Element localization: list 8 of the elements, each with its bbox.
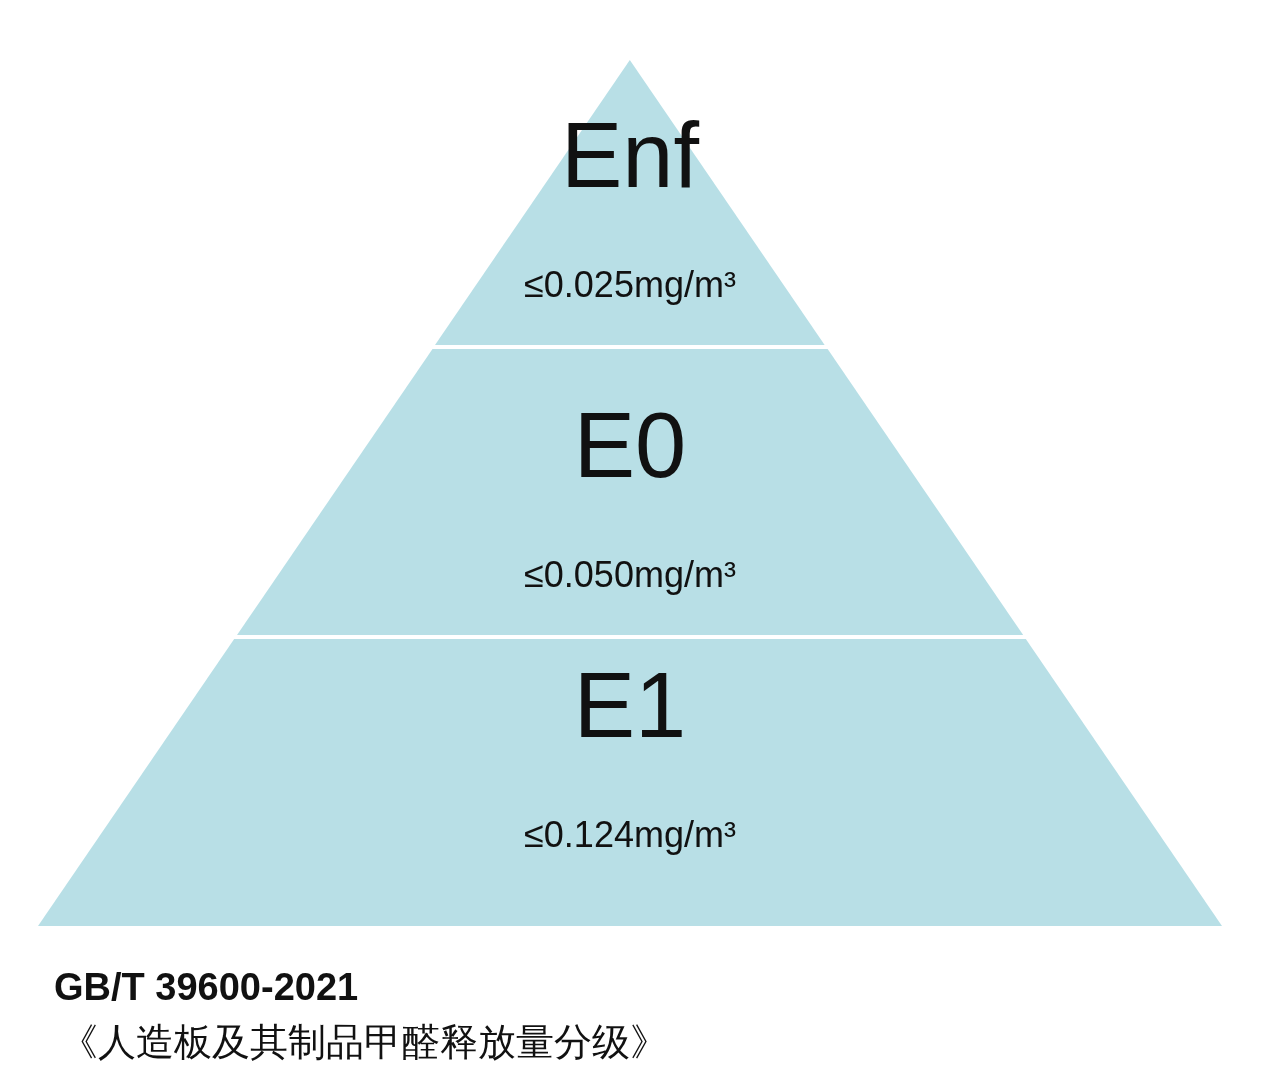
emission-limit: ≤0.050mg/m³ [523, 555, 737, 595]
standard-title: 《人造板及其制品甲醛释放量分级》 [60, 1019, 668, 1066]
standard-code: GB/T 39600-2021 [54, 966, 359, 1009]
emission-limit: ≤0.025mg/m³ [523, 265, 737, 305]
grade-label: Enf [559, 105, 701, 205]
grade-label: E0 [572, 395, 688, 495]
grade-label: E1 [572, 655, 688, 755]
emission-limit: ≤0.124mg/m³ [523, 815, 737, 855]
